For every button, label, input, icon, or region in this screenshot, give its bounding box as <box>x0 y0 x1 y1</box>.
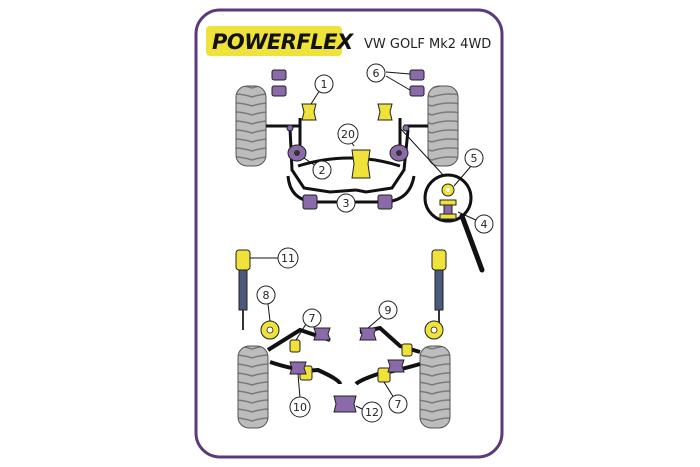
callout-4: 4 <box>457 211 494 234</box>
bush-9 <box>313 327 377 341</box>
callout-7-right: 7 <box>383 381 408 414</box>
magnifier-detail <box>399 127 485 273</box>
svg-text:3: 3 <box>343 197 350 210</box>
small-mounts <box>286 124 410 132</box>
bush-7 <box>289 339 413 383</box>
callout-11: 11 <box>250 247 299 269</box>
svg-text:6: 6 <box>373 67 380 80</box>
svg-text:5: 5 <box>471 152 478 165</box>
callout-12: 12 <box>355 401 383 423</box>
svg-text:7: 7 <box>395 398 402 411</box>
svg-text:8: 8 <box>263 289 270 302</box>
svg-text:4: 4 <box>481 218 488 231</box>
svg-text:20: 20 <box>341 128 355 141</box>
callout-20: 20 <box>337 123 359 147</box>
svg-text:1: 1 <box>321 78 328 91</box>
callout-3: 3 <box>318 193 356 213</box>
svg-text:7: 7 <box>309 312 316 325</box>
model-title: VW GOLF Mk2 4WD <box>364 37 491 52</box>
callout-6: 6 <box>366 63 411 91</box>
rear-left-wheel <box>237 345 269 429</box>
front-right-wheel <box>427 85 459 167</box>
svg-text:2: 2 <box>319 164 326 177</box>
callout-7-left: 7 <box>295 308 322 341</box>
bush-12 <box>333 395 357 413</box>
bush-10 <box>289 359 405 375</box>
brand-text: POWERFLEX <box>212 30 355 54</box>
svg-text:12: 12 <box>365 406 379 419</box>
callout-2: 2 <box>303 157 332 180</box>
callout-10: 10 <box>289 373 311 418</box>
callout-5: 5 <box>453 148 484 187</box>
bush-3 <box>302 194 393 210</box>
bush-20 <box>351 149 371 179</box>
svg-text:9: 9 <box>385 304 392 317</box>
callout-9: 9 <box>367 300 398 329</box>
callout-8: 8 <box>256 285 276 322</box>
rear-left-shock <box>235 249 251 330</box>
front-left-wheel <box>235 85 267 167</box>
svg-text:11: 11 <box>281 252 295 265</box>
bush-6-lower <box>271 85 425 97</box>
bush-1 <box>301 103 393 121</box>
callout-1: 1 <box>310 74 334 105</box>
bush-2 <box>287 144 409 162</box>
bush-8 <box>260 320 444 340</box>
bush-6-upper <box>271 69 425 81</box>
powerflex-logo: POWERFLEX <box>206 26 355 56</box>
rear-right-wheel <box>419 345 451 429</box>
svg-text:10: 10 <box>293 401 307 414</box>
